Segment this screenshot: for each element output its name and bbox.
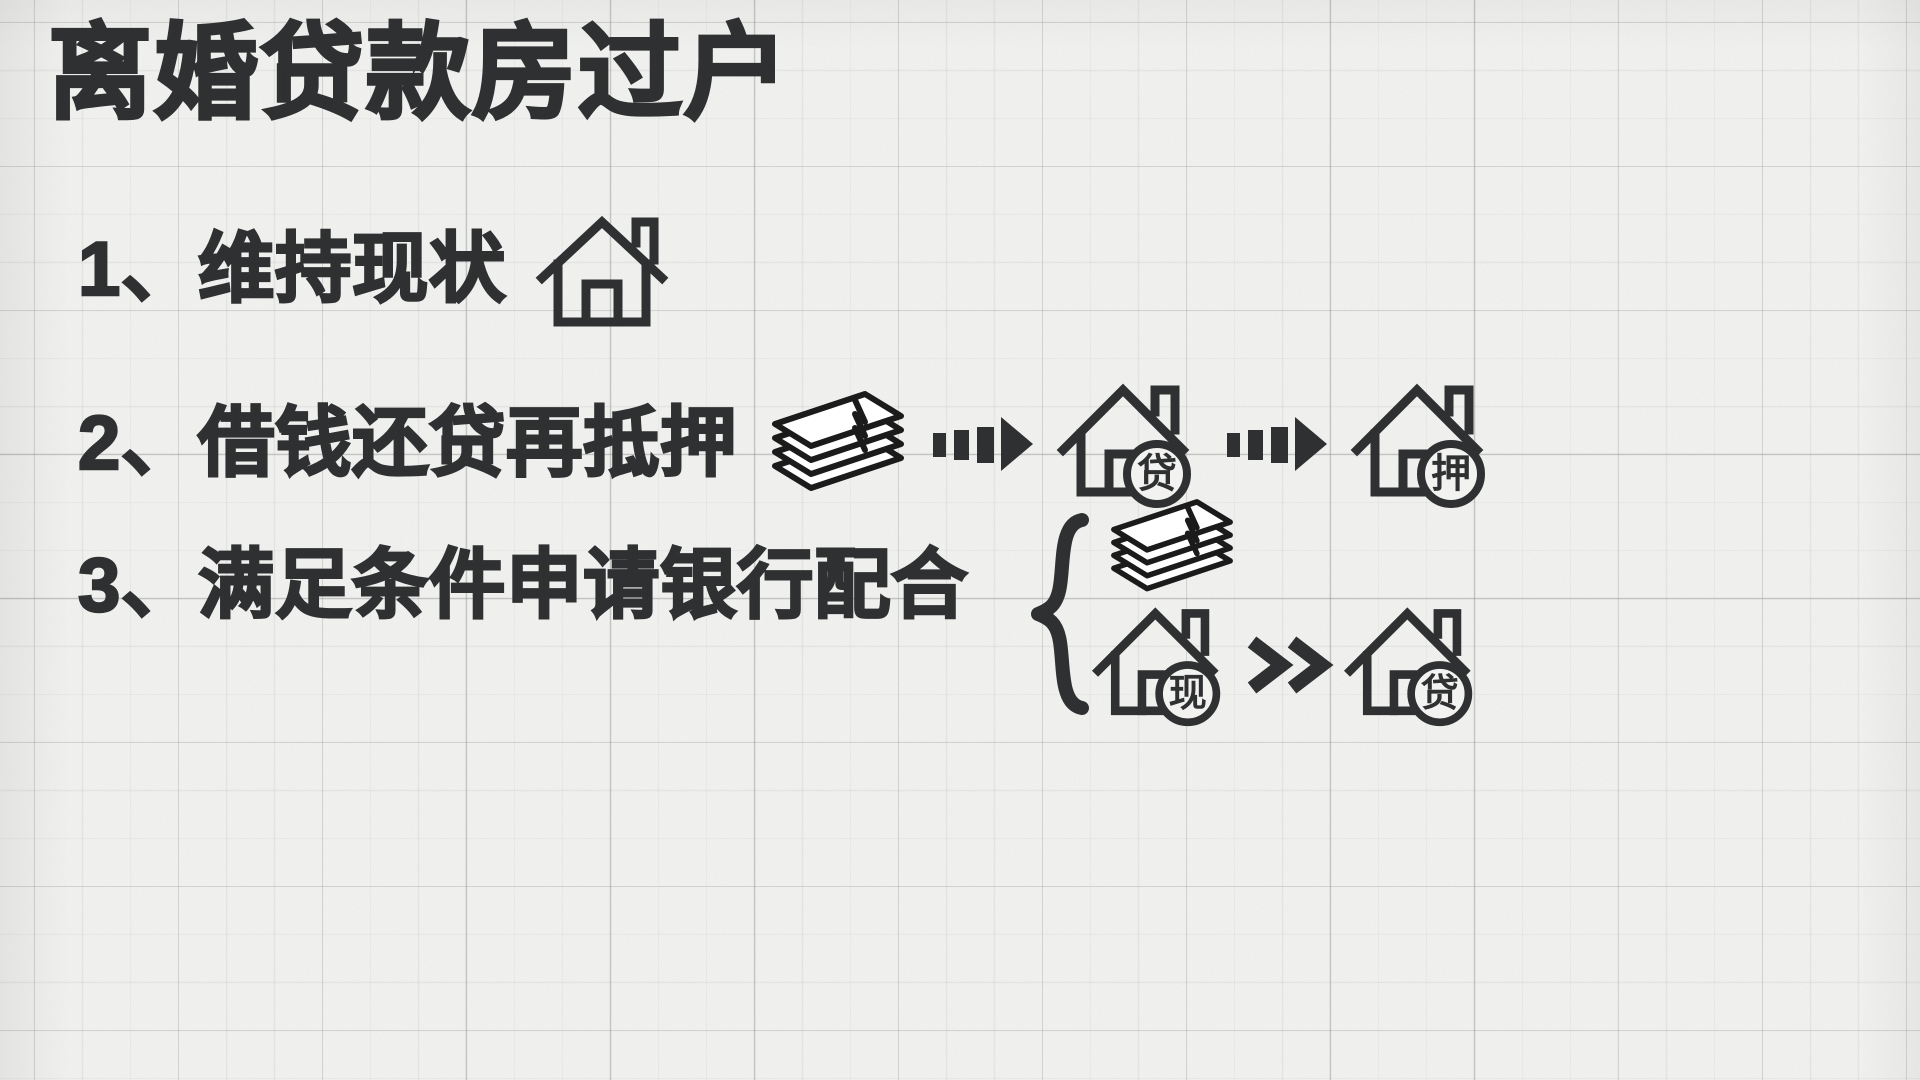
house-with-cash-badge-icon: 现: [1091, 602, 1232, 728]
list-item-2-text: 2、借钱还贷再抵押: [77, 401, 738, 486]
list-item-3: 3、满足条件申请银行配合: [77, 543, 969, 628]
dashed-arrow-icon: [931, 413, 1035, 475]
list-item-3-icon-group: 现: [1030, 499, 1484, 728]
curly-brace-icon: [1030, 513, 1092, 715]
list-item-2: 2、借钱还贷再抵押: [77, 378, 1497, 510]
list-item-1: 1、维持现状: [77, 212, 669, 328]
house-with-loan-badge-icon: 贷: [1343, 602, 1484, 728]
house-icon: [535, 212, 669, 328]
house-with-loan-badge-icon: 贷: [1056, 378, 1203, 510]
list-item-3-text: 3、满足条件申请银行配合: [77, 543, 969, 628]
money-stack-icon: [767, 391, 909, 496]
page-title: 离婚贷款房过户: [46, 16, 791, 132]
mortgage-badge-label: 押: [1431, 452, 1471, 496]
cash-badge-label: 现: [1169, 672, 1207, 715]
money-stack-icon: [1104, 499, 1240, 596]
dashed-arrow-icon: [1225, 413, 1329, 475]
list-item-1-text: 1、维持现状: [77, 227, 507, 312]
loan-badge-label: 贷: [1137, 452, 1177, 496]
double-chevron-icon: [1242, 634, 1334, 696]
loan-badge-label: 贷: [1421, 672, 1459, 715]
house-with-mortgage-badge-icon: 押: [1350, 378, 1497, 510]
